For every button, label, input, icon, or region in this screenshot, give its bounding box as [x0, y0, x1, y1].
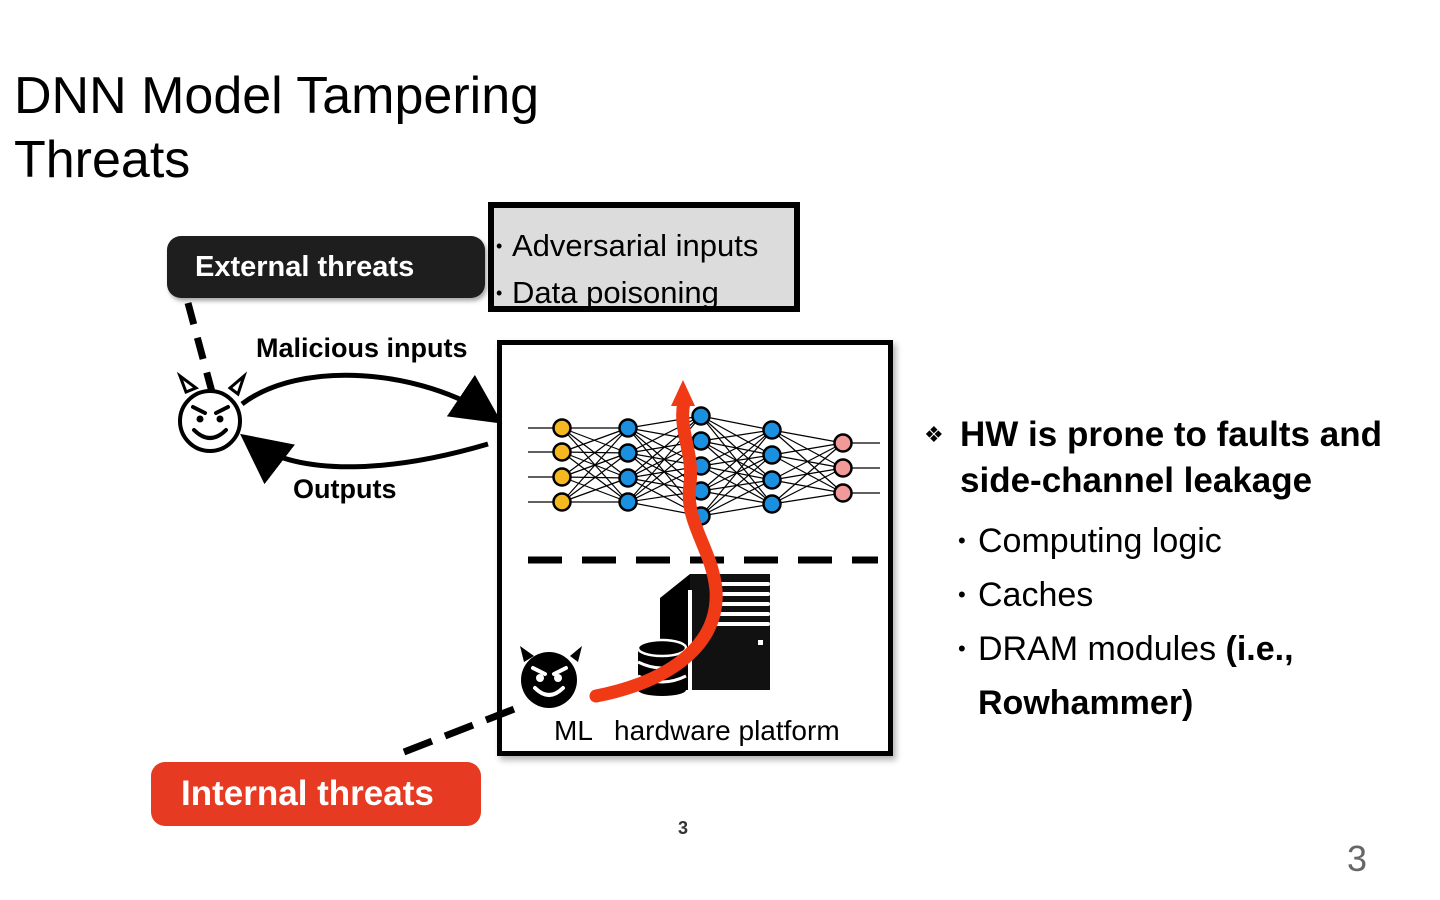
external-item: • Data poisoning [496, 275, 719, 311]
page-title: DNN Model Tampering Threats [14, 64, 539, 192]
sub-bullet-text: Computing logic [978, 522, 1222, 560]
slide-number-corner: 3 [1347, 838, 1368, 879]
page-title-line-1: DNN Model Tampering [14, 67, 540, 125]
platform-label-ml: ML [554, 715, 593, 746]
internal-threats-label: Internal threats [181, 774, 434, 813]
outputs-arrow [240, 433, 489, 485]
sub-bullet-bold-text: (i.e., [1225, 630, 1294, 668]
page-title-line-2: Threats [14, 131, 191, 189]
external-item: • Adversarial inputs [496, 228, 759, 264]
external-attacker-devil-icon [176, 371, 248, 453]
malicious-inputs-label: Malicious inputs [256, 333, 468, 363]
external-threats-pill: External threats [167, 236, 485, 298]
external-threats-label: External threats [195, 250, 415, 283]
bullet-dot-icon: • [958, 582, 966, 607]
sub-bullet-text: DRAM modules [978, 630, 1226, 668]
malicious-inputs-arrow [240, 372, 503, 424]
bullet-dot-icon: • [958, 528, 966, 553]
bullet-dot-icon: • [496, 283, 503, 303]
hw-vulnerability-bullets: ❖ HW is prone to faults and side-channel… [924, 412, 1434, 730]
sub-bullet: • Caches [924, 568, 1434, 622]
sub-bullet-text: Caches [978, 576, 1094, 614]
ml-platform-box [497, 340, 893, 756]
bullet-dot-icon: • [958, 636, 966, 661]
internal-threats-pill: Internal threats [151, 762, 481, 826]
main-bullet: ❖ HW is prone to faults and side-channel… [924, 412, 1434, 504]
external-item-label: Data poisoning [512, 275, 719, 310]
external-threats-box: • Adversarial inputs • Data poisoning [488, 202, 800, 312]
sub-bullet: • DRAM modules (i.e., [924, 622, 1434, 676]
sub-bullet-continuation: Rowhammer) [978, 684, 1194, 722]
external-item-label: Adversarial inputs [512, 228, 759, 263]
external-threat-link [184, 302, 216, 393]
outputs-label: Outputs [293, 474, 397, 504]
bullet-dot-icon: • [496, 236, 503, 256]
slide-number-center: 3 [678, 818, 689, 838]
diamond-bullet-icon: ❖ [924, 422, 944, 447]
platform-label-hardware: hardware platform [614, 715, 840, 746]
main-bullet-text: HW is prone to faults and side-channel l… [960, 415, 1382, 500]
sub-bullet: • Computing logic [924, 514, 1434, 568]
